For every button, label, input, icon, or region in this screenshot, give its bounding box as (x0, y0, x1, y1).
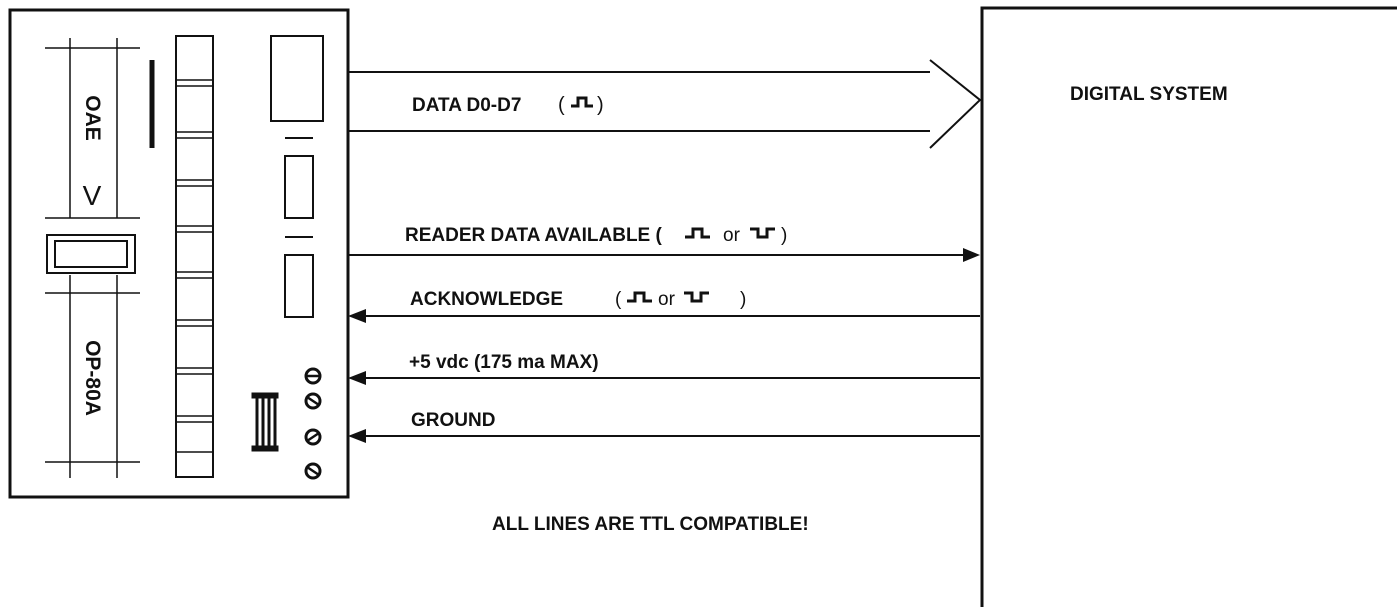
reader-close: ) (781, 225, 787, 246)
negative-pulse-icon (750, 227, 775, 239)
positive-pulse-icon (685, 227, 710, 239)
ground-arrowhead (348, 429, 366, 443)
ground-label: GROUND (411, 410, 495, 431)
reader-arrowhead (963, 248, 980, 262)
read-window (46, 234, 136, 274)
data-paren-open: ( (558, 94, 565, 116)
ttl-note: ALL LINES ARE TTL COMPATIBLE! (492, 514, 809, 535)
ack-arrowhead (348, 309, 366, 323)
arrow-glyph: V (83, 180, 102, 211)
screw-terminal-icon (304, 367, 322, 480)
ack-label: ACKNOWLEDGE (410, 289, 563, 310)
reader-or: or (723, 225, 741, 246)
ack-close: ) (740, 289, 746, 310)
ack-or: or (658, 289, 676, 310)
panel-window (270, 35, 324, 122)
tape-track (175, 35, 214, 478)
data-paren-close: ) (597, 94, 604, 116)
device-outline (8, 8, 350, 499)
negative-pulse-icon (684, 291, 709, 303)
power-label: +5 vdc (175 ma MAX) (409, 352, 599, 373)
tape-segments (176, 79, 213, 453)
ack-paren-open: ( (615, 289, 622, 310)
reader-device: OAE V OP-80A (8, 8, 350, 499)
connector-icon (251, 392, 279, 452)
data-bus (348, 59, 982, 149)
power-arrowhead (348, 371, 366, 385)
indicator-slot-1 (284, 155, 314, 219)
system-label: DIGITAL SYSTEM (1070, 84, 1228, 105)
digital-system-box: DIGITAL SYSTEM (980, 6, 1397, 607)
positive-pulse-icon (571, 96, 593, 108)
device-label-bottom: OP-80A (81, 340, 104, 416)
indicator-slot-2 (284, 254, 314, 318)
device-label-top: OAE (81, 95, 104, 141)
positive-pulse-icon (627, 291, 652, 303)
data-bus-label: DATA D0-D7 (412, 95, 521, 116)
reader-label: READER DATA AVAILABLE ( (405, 225, 663, 246)
